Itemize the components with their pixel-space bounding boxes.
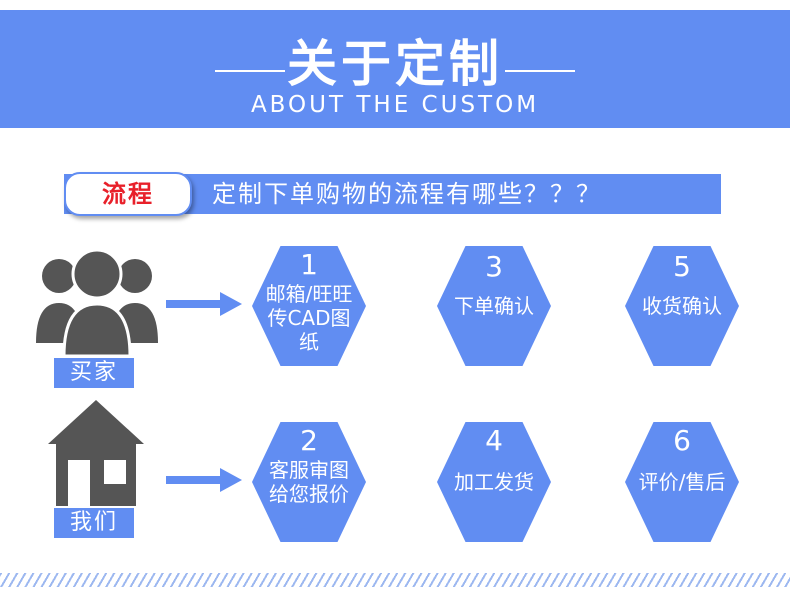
page-subtitle: ABOUT THE CUSTOM [250, 92, 540, 118]
step-6-number: 6 [673, 424, 691, 457]
step-2-text: 客服审图 给您报价 [269, 458, 349, 506]
process-question: 定制下单购物的流程有哪些？？？ [212, 180, 602, 208]
step-6-text: 评价/售后 [638, 470, 726, 494]
title-left-divider [215, 70, 285, 72]
step-3-number: 3 [485, 250, 503, 283]
step-1-number: 1 [300, 248, 318, 281]
process-tag: 流程 [64, 172, 192, 216]
people-group-icon [36, 248, 158, 358]
decorative-stripes [0, 573, 790, 587]
title-right-divider [505, 70, 575, 72]
header-banner: 关于定制 ABOUT THE CUSTOM [0, 10, 790, 128]
house-icon [48, 400, 144, 506]
step-1-hexagon: 1 邮箱/旺旺 传CAD图 纸 [252, 246, 366, 366]
step-4-text: 加工发货 [454, 470, 534, 494]
arrow-right-icon [166, 292, 242, 316]
step-5-text: 收货确认 [642, 294, 722, 318]
step-5-hexagon: 5 收货确认 [625, 246, 739, 366]
step-4-hexagon: 4 加工发货 [437, 422, 551, 542]
step-4-number: 4 [485, 424, 503, 457]
page-title: 关于定制 [287, 35, 503, 93]
us-label: 我们 [54, 508, 134, 538]
step-2-number: 2 [300, 424, 318, 457]
step-5-number: 5 [673, 250, 691, 283]
buyer-label: 买家 [54, 358, 134, 388]
step-6-hexagon: 6 评价/售后 [625, 422, 739, 542]
step-2-hexagon: 2 客服审图 给您报价 [252, 422, 366, 542]
step-3-text: 下单确认 [454, 294, 534, 318]
arrow-right-icon [166, 468, 242, 492]
step-3-hexagon: 3 下单确认 [437, 246, 551, 366]
step-1-text: 邮箱/旺旺 传CAD图 纸 [265, 282, 353, 354]
